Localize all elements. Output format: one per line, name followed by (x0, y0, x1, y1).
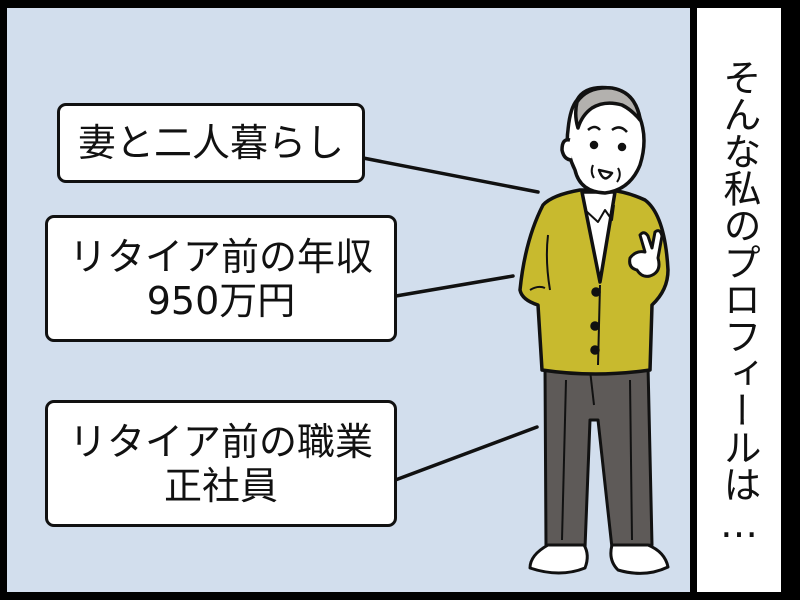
character-illustration (356, 85, 670, 575)
label-text: リタイア前の職業 (68, 419, 373, 464)
label-text: 妻と二人暮らし (77, 121, 344, 165)
connector-line-1 (356, 155, 540, 194)
profile-label-pre-retirement-occupation: リタイア前の職業 正社員 (45, 400, 397, 527)
narration-text: そんな私のプロフィールは… (717, 58, 761, 545)
profile-label-living-situation: 妻と二人暮らし (57, 103, 365, 183)
cardigan (518, 188, 670, 376)
narration-strip: そんな私のプロフィールは… (697, 8, 781, 592)
shoes (528, 543, 670, 575)
peace-sign-hand (628, 229, 664, 278)
label-value: 950万円 (146, 278, 296, 323)
comic-panel: 妻と二人暮らし リタイア前の年収 950万円 リタイア前の職業 正社員 (7, 8, 690, 592)
narration-text-container: そんな私のプロフィールは… (697, 58, 781, 545)
connector-line-2 (388, 274, 515, 299)
label-value: 正社員 (163, 463, 278, 508)
head (560, 85, 646, 195)
label-text: リタイア前の年収 (68, 234, 373, 279)
profile-label-pre-retirement-income: リタイア前の年収 950万円 (45, 215, 397, 342)
connector-line-3 (388, 425, 539, 484)
pants (543, 363, 654, 550)
